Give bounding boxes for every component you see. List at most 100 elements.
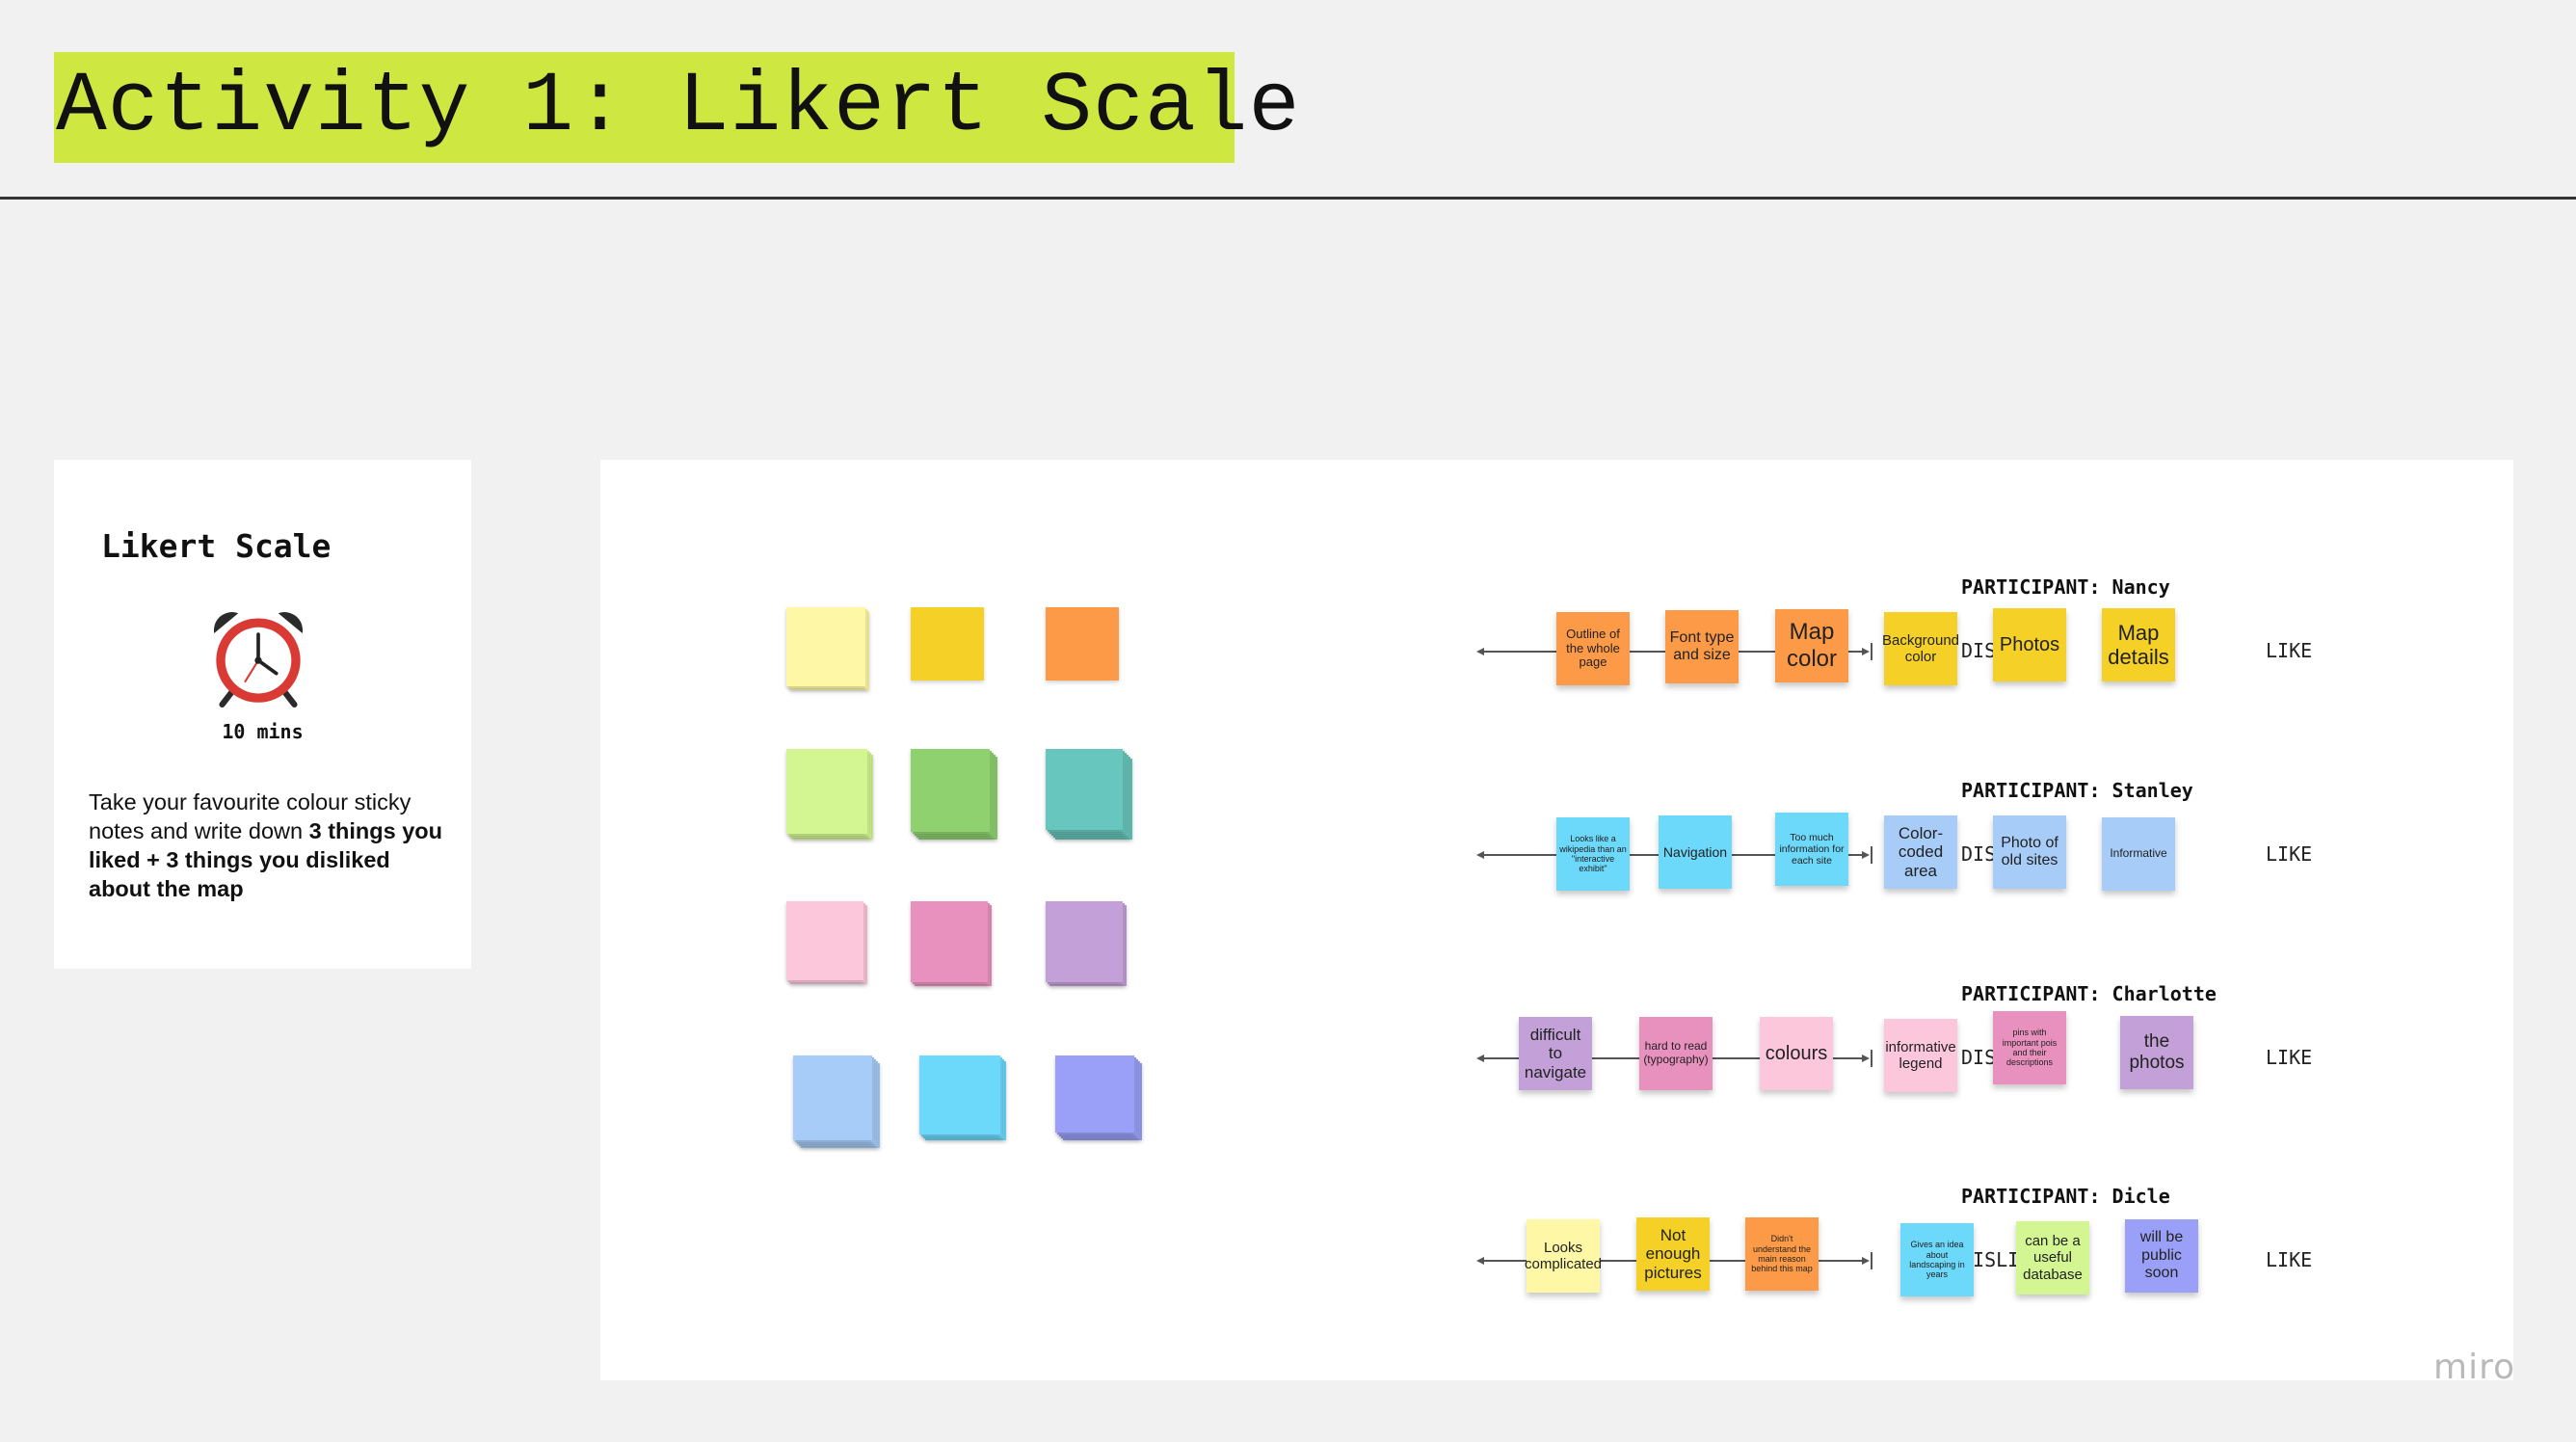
sticky-sheet [919, 1055, 1000, 1135]
participant-label: PARTICIPANT: Stanley [1961, 779, 2193, 802]
sticky-note[interactable]: Font type and size [1665, 610, 1739, 683]
palette-sticky-stack[interactable] [911, 749, 997, 840]
sticky-note[interactable]: hard to read (typography) [1639, 1017, 1713, 1090]
sticky-note-text: will be public soon [2139, 1229, 2184, 1282]
participant-name: Stanley [2111, 779, 2193, 802]
sticky-note-text: Color-coded area [1898, 823, 1944, 880]
instructions-card[interactable]: Likert Scale 10 mins Take your favourite… [54, 460, 471, 969]
palette-sticky-stack[interactable] [786, 749, 873, 840]
sticky-note-text: Photo of old sites [2001, 834, 2058, 868]
axis-arrow-left-icon [1476, 648, 1484, 655]
miro-logo: miro [2433, 1348, 2516, 1387]
axis-arrow-left-icon [1476, 1257, 1484, 1265]
palette-sticky-stack[interactable] [786, 901, 867, 984]
participant-prefix: PARTICIPANT: [1961, 575, 2112, 599]
sticky-note[interactable]: can be a useful database [2016, 1221, 2089, 1295]
likert-board[interactable]: PARTICIPANT: NancyDISLIKELIKEOutline of … [600, 460, 2513, 1380]
axis-arrow-left-icon [1476, 1055, 1484, 1062]
axis-arrow-right-icon [1862, 1055, 1870, 1062]
sticky-note[interactable]: pins with important pois and their descr… [1993, 1011, 2066, 1084]
sticky-note[interactable]: Outline of the whole page [1556, 612, 1630, 685]
sticky-note[interactable]: Looks like a wikipedia than an "interact… [1556, 817, 1630, 891]
sticky-note-text: can be a useful database [2023, 1233, 2083, 1283]
sticky-note-text: Informative [2110, 846, 2167, 861]
sticky-note[interactable]: Map color [1775, 609, 1848, 682]
like-label: LIKE [2266, 639, 2313, 662]
like-label: LIKE [2266, 842, 2313, 866]
sticky-note-text: Too much information for each site [1779, 831, 1845, 868]
participant-label: PARTICIPANT: Charlotte [1961, 982, 2217, 1005]
palette-sticky-stack[interactable] [919, 1055, 1006, 1140]
participant-name: Charlotte [2111, 982, 2217, 1005]
axis-midpoint-tick [1871, 846, 1872, 864]
participant-label: PARTICIPANT: Nancy [1961, 575, 2170, 599]
palette-sticky-stack[interactable] [793, 1055, 880, 1148]
sticky-note[interactable]: informative legend [1884, 1019, 1957, 1092]
instructions-text: Take your favourite colour sticky notes … [89, 789, 443, 901]
participant-label: PARTICIPANT: Dicle [1961, 1185, 2170, 1208]
axis-arrow-right-icon [1862, 1257, 1870, 1265]
sticky-sheet [1046, 901, 1123, 982]
palette-sticky-stack[interactable] [911, 901, 992, 986]
sticky-sheet [786, 749, 867, 834]
palette-sticky-stack[interactable] [1046, 607, 1119, 681]
sticky-note-text: hard to read (typography) [1643, 1039, 1709, 1066]
sticky-note-text: Photos [1999, 633, 2060, 655]
sticky-note[interactable]: Looks complicated [1524, 1219, 1603, 1293]
sticky-note-text: pins with important pois and their descr… [2002, 1028, 2058, 1068]
sticky-note[interactable]: will be public soon [2125, 1219, 2198, 1293]
axis-arrow-right-icon [1862, 851, 1870, 859]
sticky-sheet [786, 901, 863, 980]
sticky-note-text: informative legend [1885, 1038, 1956, 1072]
palette-sticky-stack[interactable] [786, 607, 869, 690]
axis-arrow-right-icon [1862, 648, 1870, 655]
sticky-note-text: Gives an idea about landscaping in years [1909, 1240, 1965, 1280]
participant-prefix: PARTICIPANT: [1961, 779, 2112, 802]
sticky-note-text: Not enough pictures [1644, 1225, 1702, 1282]
sticky-sheet [1046, 607, 1119, 681]
palette-sticky-stack[interactable] [911, 607, 984, 681]
sticky-note[interactable]: Too much information for each site [1775, 813, 1848, 886]
sticky-note[interactable]: Color-coded area [1884, 815, 1957, 889]
palette-sticky-stack[interactable] [1046, 749, 1132, 840]
like-label: LIKE [2266, 1248, 2313, 1271]
sticky-note[interactable]: Background color [1881, 612, 1960, 685]
alarm-clock-icon [213, 612, 304, 708]
page-title: Activity 1: Likert Scale [54, 52, 1299, 163]
sticky-note-text: difficult to navigate [1524, 1025, 1587, 1082]
axis-arrow-left-icon [1476, 851, 1484, 859]
sticky-note-text: Navigation [1662, 843, 1728, 860]
sticky-note-text: colours [1765, 1042, 1828, 1064]
sticky-note[interactable]: Not enough pictures [1636, 1217, 1710, 1291]
instructions-title: Likert Scale [101, 527, 332, 565]
sticky-note-text: Map details [2108, 620, 2169, 669]
participant-name: Dicle [2111, 1185, 2170, 1208]
axis-midpoint-tick [1871, 1252, 1872, 1269]
sticky-note-text: Didn't understand the main reason behind… [1751, 1234, 1813, 1274]
header-divider [0, 197, 2576, 200]
sticky-note[interactable]: Map details [2102, 608, 2175, 681]
sticky-note[interactable]: Photos [1993, 608, 2066, 681]
participant-name: Nancy [2111, 575, 2170, 599]
sticky-sheet [1055, 1055, 1134, 1133]
participant-prefix: PARTICIPANT: [1961, 982, 2112, 1005]
time-label: 10 mins [222, 720, 304, 743]
sticky-sheet [1046, 749, 1123, 830]
sticky-note[interactable]: colours [1760, 1017, 1833, 1090]
sticky-note-text: Outline of the whole page [1566, 626, 1620, 670]
palette-sticky-stack[interactable] [1046, 901, 1127, 986]
sticky-note-text: Looks complicated [1524, 1239, 1603, 1272]
sticky-note[interactable]: Navigation [1659, 815, 1732, 889]
sticky-note[interactable]: the photos [2120, 1016, 2193, 1089]
sticky-note[interactable]: Informative [2102, 817, 2175, 891]
sticky-sheet [793, 1055, 872, 1140]
like-label: LIKE [2266, 1046, 2313, 1069]
sticky-sheet [786, 607, 865, 686]
sticky-note[interactable]: Gives an idea about landscaping in years [1900, 1223, 1974, 1296]
sticky-sheet [911, 901, 988, 982]
sticky-note[interactable]: Didn't understand the main reason behind… [1745, 1217, 1819, 1291]
palette-sticky-stack[interactable] [1055, 1055, 1142, 1140]
sticky-note-text: Background color [1881, 631, 1960, 665]
sticky-note[interactable]: Photo of old sites [1993, 815, 2066, 889]
sticky-note[interactable]: difficult to navigate [1519, 1017, 1592, 1090]
